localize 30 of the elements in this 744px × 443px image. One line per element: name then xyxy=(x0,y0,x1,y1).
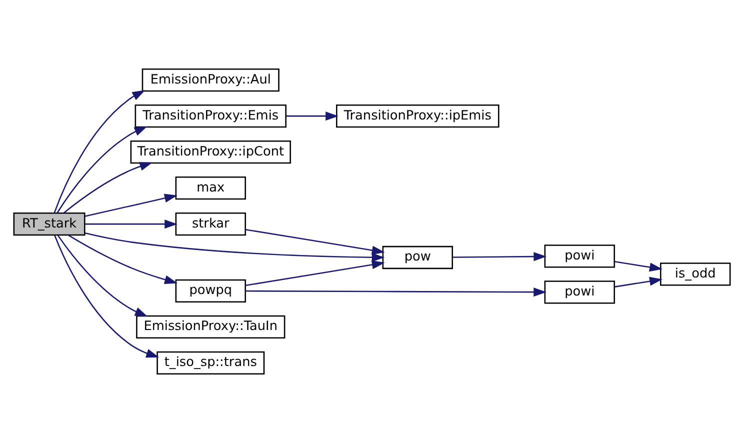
node-box: powi xyxy=(544,280,615,304)
node-box: TransitionProxy::Emis xyxy=(134,104,286,128)
node-box: EmissionProxy::TauIn xyxy=(136,315,286,338)
node-box: strkar xyxy=(175,212,246,236)
arrow xyxy=(614,260,662,272)
arrow xyxy=(54,90,146,214)
arrow xyxy=(57,235,148,317)
arrow xyxy=(452,252,547,262)
arrow xyxy=(54,234,160,358)
node-box: TransitionProxy::ipCont xyxy=(130,140,291,164)
node-box: TransitionProxy::ipEmis xyxy=(336,104,500,128)
node-box: pow xyxy=(382,246,453,270)
node-box: max xyxy=(175,176,246,200)
node-box: powpq xyxy=(175,279,246,302)
arrow xyxy=(68,234,178,284)
arrow xyxy=(246,228,385,255)
arrow xyxy=(85,220,178,229)
node-box: RT_stark xyxy=(13,212,86,236)
arrow xyxy=(245,288,546,297)
node-box: powi xyxy=(544,244,615,268)
arrow xyxy=(64,162,153,214)
node-box: is_odd xyxy=(660,262,731,286)
node-box: EmissionProxy::Aul xyxy=(142,68,280,92)
arrow xyxy=(84,232,385,262)
arrow xyxy=(84,194,178,217)
node-box: t_iso_sp::trans xyxy=(156,351,265,374)
arrow xyxy=(614,276,662,288)
arrow xyxy=(246,260,385,286)
arrow xyxy=(56,126,148,213)
arrow xyxy=(286,112,338,121)
